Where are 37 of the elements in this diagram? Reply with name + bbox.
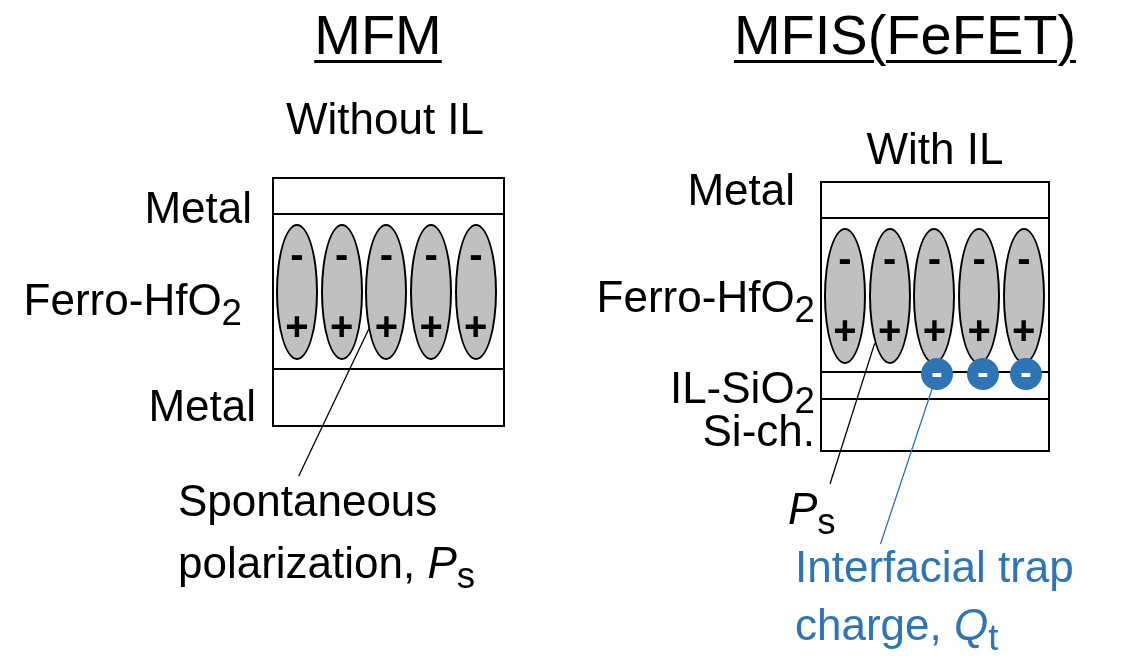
charge-sign: - — [334, 234, 350, 274]
layer-label: Metal — [148, 380, 256, 431]
charge-sign: - — [971, 238, 987, 278]
charge-sign: - — [378, 234, 395, 274]
layer-label: Metal — [687, 165, 795, 215]
annotation-text: Spontaneous polarization, P$_{s}$ — [178, 470, 523, 607]
charge-sign: + — [373, 306, 400, 346]
charge-sign: + — [1011, 310, 1037, 350]
subtitle-text: Without IL — [285, 93, 485, 145]
charge-sign: + — [418, 306, 444, 346]
charge-sign: + — [329, 306, 355, 346]
leader-line — [879, 388, 933, 545]
charge-sign: + — [877, 310, 903, 350]
charge-sign: - — [1016, 238, 1032, 278]
charge-sign: - — [289, 234, 305, 274]
charge-sign: + — [284, 306, 310, 346]
charge-sign: - — [1019, 358, 1033, 386]
charge-sign: + — [921, 310, 948, 350]
charge-sign: + — [832, 310, 858, 350]
layer-label: Metal — [144, 183, 252, 233]
charge-sign: + — [966, 310, 992, 350]
charge-sign: - — [882, 238, 898, 278]
charge-sign: - — [423, 234, 439, 274]
charge-sign: - — [468, 234, 484, 274]
subtitle-text: With IL — [866, 123, 1004, 175]
charge-sign: - — [926, 238, 943, 278]
structure-title: MFM — [314, 2, 442, 68]
charge-sign: - — [976, 358, 990, 386]
layer-label: Ferro-HfO$_{2}$ — [23, 274, 242, 335]
layer-label: Ferro-HfO$_{2}$ — [596, 272, 815, 332]
leader-line — [298, 328, 370, 477]
charge-sign: - — [837, 238, 853, 278]
leader-line — [829, 342, 876, 485]
annotation-text: Interfacial trap charge, Q$_{t}$ — [795, 538, 1080, 667]
charge-sign: - — [930, 358, 944, 386]
charge-sign: + — [463, 306, 489, 346]
structure-title: MFIS(FeFET) — [733, 2, 1077, 68]
